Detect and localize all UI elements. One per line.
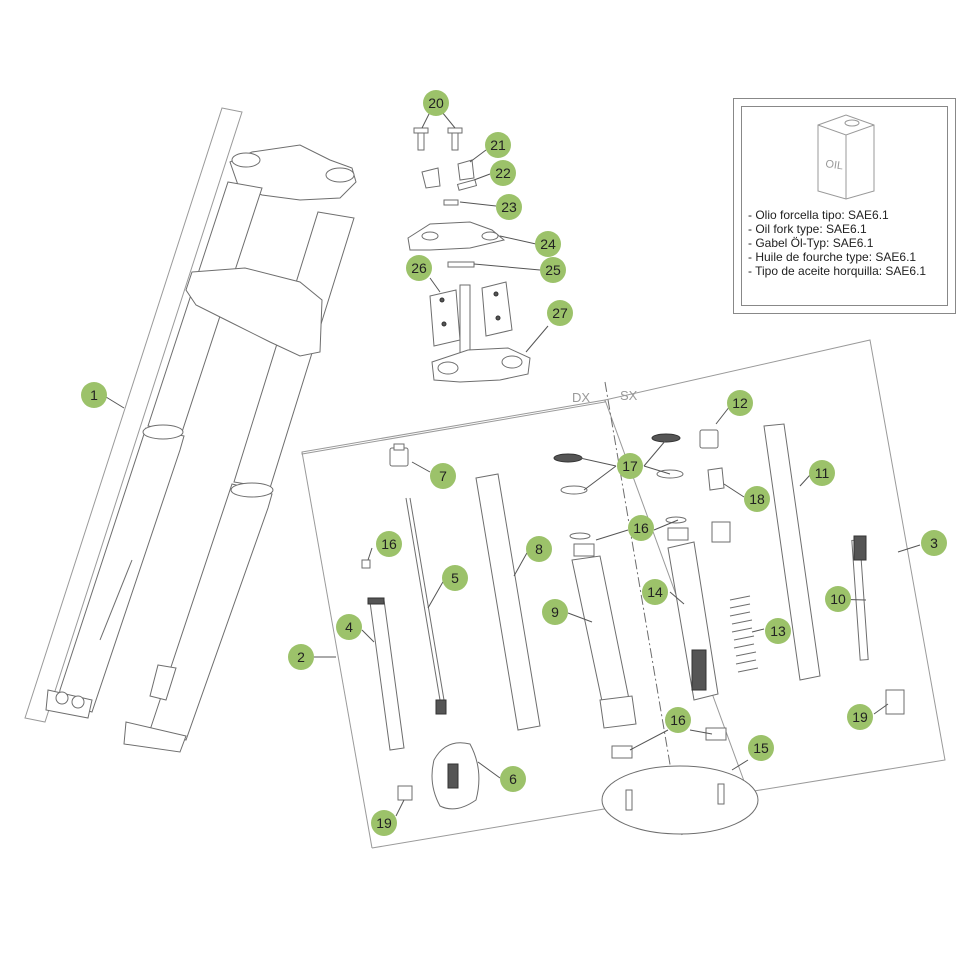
- callout-14: 14: [642, 579, 668, 605]
- callout-13: 13: [765, 618, 791, 644]
- svg-text:16: 16: [381, 536, 397, 552]
- callout-16-a: 16: [376, 531, 402, 557]
- oil-spec-line: - Tipo de aceite horquilla: SAE6.1: [748, 264, 927, 278]
- svg-text:16: 16: [633, 520, 649, 536]
- callouts: 1 2 3 4 5 6 7 8 9 10 11 12 13 14 15 16 1…: [81, 90, 947, 836]
- callout-16-b: 16: [628, 515, 654, 541]
- svg-text:8: 8: [535, 541, 543, 557]
- oil-spec-line: - Olio forcella tipo: SAE6.1: [748, 208, 889, 222]
- svg-text:17: 17: [622, 458, 638, 474]
- callout-9: 9: [542, 599, 568, 625]
- svg-text:11: 11: [815, 465, 830, 481]
- callout-21: 21: [485, 132, 511, 158]
- svg-text:18: 18: [749, 491, 765, 507]
- callout-25: 25: [540, 257, 566, 283]
- complete-fork-assembly: [24, 107, 357, 753]
- svg-text:14: 14: [647, 584, 663, 600]
- svg-text:19: 19: [376, 815, 392, 831]
- svg-text:20: 20: [428, 95, 444, 111]
- callout-1: 1: [81, 382, 107, 408]
- callout-2: 2: [288, 644, 314, 670]
- oil-spec-box: OIL - Olio forcella tipo: SAE6.1 - Oil f…: [733, 98, 956, 314]
- svg-text:23: 23: [501, 199, 517, 215]
- oil-spec-box-inner-frame: [741, 106, 948, 306]
- svg-text:13: 13: [770, 623, 786, 639]
- side-label-dx: DX: [572, 390, 590, 405]
- callout-15: 15: [748, 735, 774, 761]
- callout-19-b: 19: [847, 704, 873, 730]
- svg-text:6: 6: [509, 771, 517, 787]
- oil-can-icon: OIL: [817, 114, 875, 200]
- svg-text:22: 22: [495, 165, 511, 181]
- svg-text:4: 4: [345, 619, 353, 635]
- oil-spec-lines: - Olio forcella tipo: SAE6.1 - Oil fork …: [748, 208, 926, 278]
- side-label-sx: SX: [620, 388, 638, 403]
- callout-26: 26: [406, 255, 432, 281]
- svg-text:2: 2: [297, 649, 305, 665]
- callout-12: 12: [727, 390, 753, 416]
- callout-3: 3: [921, 530, 947, 556]
- callout-19-a: 19: [371, 810, 397, 836]
- oil-spec-line: - Gabel Öl-Typ: SAE6.1: [748, 236, 874, 250]
- svg-text:7: 7: [439, 468, 447, 484]
- svg-text:3: 3: [930, 535, 938, 551]
- svg-text:19: 19: [852, 709, 868, 725]
- callout-5: 5: [442, 565, 468, 591]
- callout-8: 8: [526, 536, 552, 562]
- oil-spec-line: - Huile de fourche type: SAE6.1: [748, 250, 917, 264]
- svg-text:21: 21: [490, 137, 506, 153]
- exploded-panel: DX SX: [301, 339, 946, 849]
- oil-icon-label: OIL: [825, 158, 844, 172]
- callout-24: 24: [535, 231, 561, 257]
- callout-10: 10: [825, 586, 851, 612]
- svg-text:26: 26: [411, 260, 427, 276]
- svg-text:24: 24: [540, 236, 556, 252]
- callout-22: 22: [490, 160, 516, 186]
- steering-stem-parts: [407, 127, 531, 383]
- callout-27: 27: [547, 300, 573, 326]
- svg-text:5: 5: [451, 570, 459, 586]
- callout-6: 6: [500, 766, 526, 792]
- callout-11: 11: [809, 460, 835, 486]
- callout-17: 17: [617, 453, 643, 479]
- callout-4: 4: [336, 614, 362, 640]
- callout-23: 23: [496, 194, 522, 220]
- svg-text:10: 10: [830, 591, 846, 607]
- svg-text:25: 25: [545, 262, 561, 278]
- callout-7: 7: [430, 463, 456, 489]
- oil-spec-line: - Oil fork type: SAE6.1: [748, 222, 867, 236]
- leader-lines: [105, 111, 921, 817]
- svg-text:9: 9: [551, 604, 559, 620]
- svg-text:27: 27: [552, 305, 568, 321]
- callout-20: 20: [423, 90, 449, 116]
- callout-16-c: 16: [665, 707, 691, 733]
- svg-text:1: 1: [90, 387, 98, 403]
- callout-18: 18: [744, 486, 770, 512]
- svg-text:15: 15: [753, 740, 769, 756]
- svg-text:12: 12: [732, 395, 748, 411]
- svg-text:16: 16: [670, 712, 686, 728]
